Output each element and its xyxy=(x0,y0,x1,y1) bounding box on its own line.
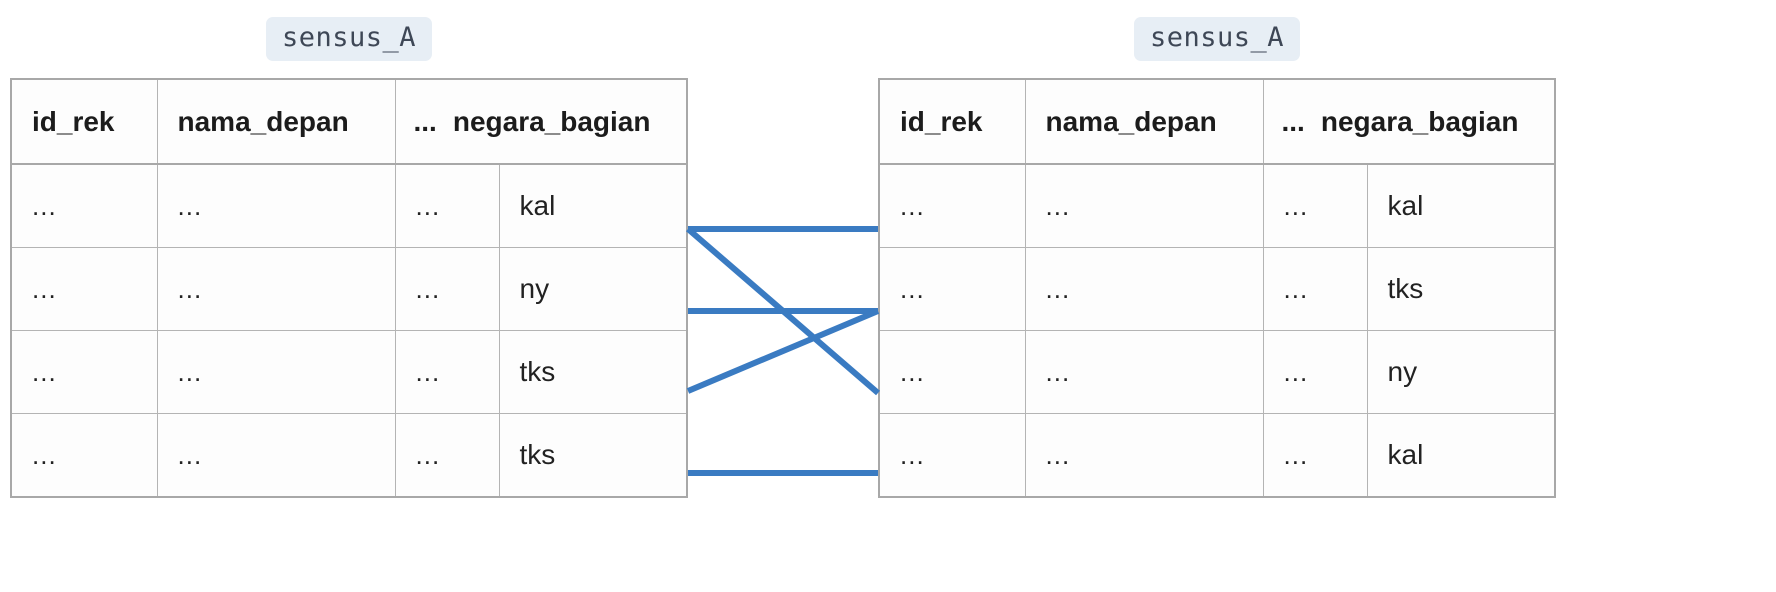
left-header-nama-depan: nama_depan xyxy=(156,78,396,165)
right-header-negara-bagian-label: negara_bagian xyxy=(1320,105,1519,137)
right-cell-id-rek-2: ... xyxy=(878,247,1026,331)
right-data-table: id_rek nama_depan ... negara_bagian ... .… xyxy=(878,78,1557,498)
left-data-table: id_rek nama_depan ... negara_bagian ... .… xyxy=(10,78,689,498)
left-header-row: id_rek nama_depan ... negara_bagian xyxy=(10,78,688,165)
left-badge-row: sensus_A xyxy=(10,0,688,78)
left-table-name-badge: sensus_A xyxy=(265,17,433,61)
left-cell-nama-depan-2: ... xyxy=(156,247,396,331)
left-header-ellipsis: ... xyxy=(413,105,437,137)
left-cell-id-rek-1: ... xyxy=(10,163,158,248)
right-cell-id-rek-3: ... xyxy=(878,330,1026,414)
left-cell-nama-depan-1: ... xyxy=(156,163,396,248)
left-cell-id-rek-3: ... xyxy=(10,330,158,414)
right-header-negara-bagian: ... negara_bagian xyxy=(1262,78,1556,165)
right-cell-mid-1: ... xyxy=(1262,163,1368,248)
table-row: ... ... ... kal xyxy=(878,163,1556,248)
right-cell-id-rek-1: ... xyxy=(878,163,1026,248)
connector-line-4 xyxy=(686,308,880,394)
left-header-id-rek: id_rek xyxy=(10,78,158,165)
right-cell-negara-bagian-4: kal xyxy=(1366,413,1556,498)
table-row: ... ... ... tks xyxy=(10,413,688,498)
table-row: ... ... ... ny xyxy=(10,247,688,331)
left-cell-mid-4: ... xyxy=(394,413,500,498)
right-badge-row: sensus_A xyxy=(878,0,1556,78)
left-cell-id-rek-4: ... xyxy=(10,413,158,498)
left-cell-negara-bagian-4: tks xyxy=(498,413,688,498)
left-cell-mid-2: ... xyxy=(394,247,500,331)
right-header-ellipsis: ... xyxy=(1281,105,1305,137)
right-cell-id-rek-4: ... xyxy=(878,413,1026,498)
right-cell-negara-bagian-3: ny xyxy=(1366,330,1556,414)
table-row: ... ... ... kal xyxy=(878,413,1556,498)
right-cell-mid-2: ... xyxy=(1262,247,1368,331)
right-cell-negara-bagian-2: tks xyxy=(1366,247,1556,331)
left-cell-mid-1: ... xyxy=(394,163,500,248)
right-cell-nama-depan-3: ... xyxy=(1024,330,1264,414)
left-cell-negara-bagian-1: kal xyxy=(498,163,688,248)
left-header-negara-bagian: ... negara_bagian xyxy=(394,78,688,165)
table-row: ... ... ... ny xyxy=(878,330,1556,414)
right-cell-negara-bagian-1: kal xyxy=(1366,163,1556,248)
right-table-name-badge: sensus_A xyxy=(1133,17,1301,61)
right-header-id-rek: id_rek xyxy=(878,78,1026,165)
right-header-row: id_rek nama_depan ... negara_bagian xyxy=(878,78,1556,165)
right-cell-mid-3: ... xyxy=(1262,330,1368,414)
connector-line-2 xyxy=(686,226,880,396)
table-row: ... ... ... kal xyxy=(10,163,688,248)
left-cell-negara-bagian-2: ny xyxy=(498,247,688,331)
left-cell-negara-bagian-3: tks xyxy=(498,330,688,414)
left-table-group: sensus_A id_rek nama_depan ... negara_bag… xyxy=(10,0,689,498)
left-cell-id-rek-2: ... xyxy=(10,247,158,331)
left-header-negara-bagian-label: negara_bagian xyxy=(452,105,651,137)
left-cell-nama-depan-4: ... xyxy=(156,413,396,498)
right-cell-nama-depan-2: ... xyxy=(1024,247,1264,331)
table-row: ... ... ... tks xyxy=(878,247,1556,331)
left-cell-nama-depan-3: ... xyxy=(156,330,396,414)
right-table-group: sensus_A id_rek nama_depan ... negara_bag… xyxy=(878,0,1557,498)
table-row: ... ... ... tks xyxy=(10,330,688,414)
right-cell-nama-depan-1: ... xyxy=(1024,163,1264,248)
right-cell-nama-depan-4: ... xyxy=(1024,413,1264,498)
right-header-nama-depan: nama_depan xyxy=(1024,78,1264,165)
right-cell-mid-4: ... xyxy=(1262,413,1368,498)
left-cell-mid-3: ... xyxy=(394,330,500,414)
